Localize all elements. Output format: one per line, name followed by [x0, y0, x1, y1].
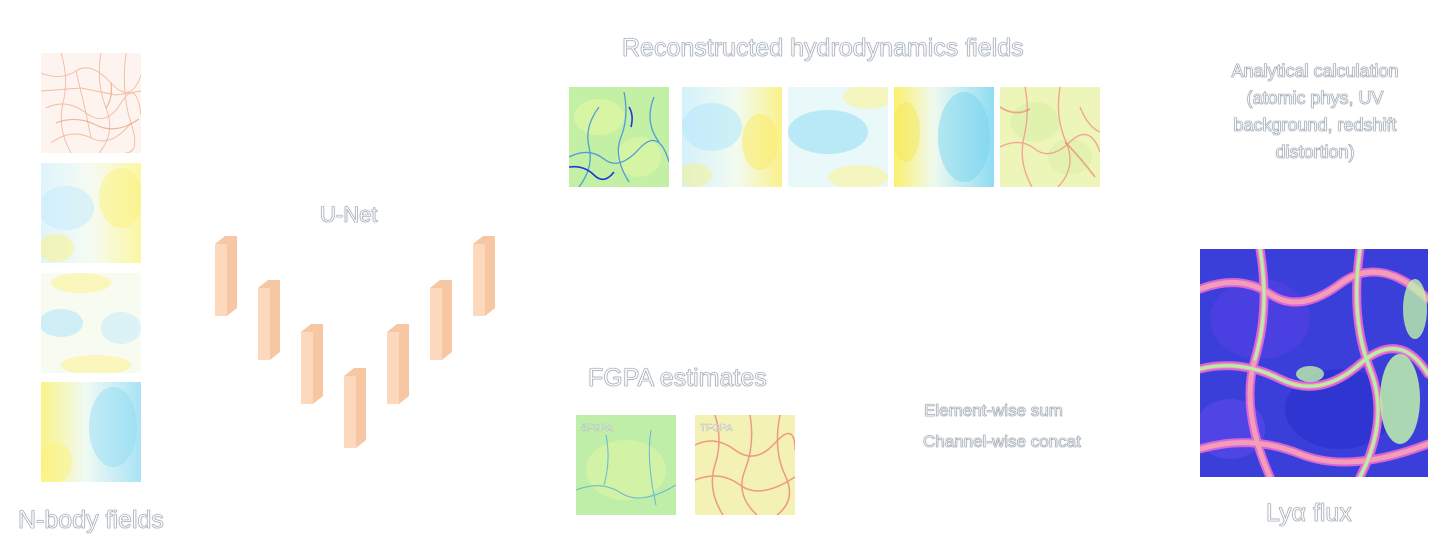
unet-block-5 — [387, 324, 409, 404]
hydro-velocity-y-tile — [788, 87, 888, 187]
fgpa-temperature-caption: TFGPA — [700, 423, 733, 434]
legend-channel-wise-concat: Channel-wise concat — [923, 432, 1081, 452]
unet-diagram — [215, 236, 495, 448]
unet-block-7 — [473, 236, 495, 316]
nbody-fields-label: N-body fields — [18, 506, 165, 535]
legend-element-wise-sum: Element-wise sum — [924, 401, 1063, 421]
analytical-line-2: (atomic phys, UV — [1246, 88, 1384, 109]
hydro-velocity-z-tile — [894, 87, 994, 187]
nbody-velocity-z-tile — [41, 382, 141, 482]
unet-block-2 — [258, 280, 280, 360]
analytical-line-1: Analytical calculation — [1231, 61, 1399, 82]
fgpa-density-caption: δFGPA — [581, 423, 613, 434]
analytical-line-4: distortion) — [1275, 142, 1355, 163]
nbody-velocity-y-tile — [41, 273, 141, 373]
fgpa-density-tile: δFGPA — [576, 415, 676, 515]
hydro-temperature-tile — [1000, 87, 1100, 187]
lya-flux-label: Lyα flux — [1266, 499, 1352, 528]
analytical-line-3: background, redshift — [1233, 115, 1397, 136]
hydro-density-tile — [569, 87, 669, 187]
fgpa-estimates-label: FGPA estimates — [588, 364, 767, 393]
unet-block-3 — [301, 324, 323, 404]
nbody-density-tile — [41, 53, 141, 153]
unet-block-6 — [430, 280, 452, 360]
fgpa-temperature-tile: TFGPA — [695, 415, 795, 515]
unet-block-4 — [344, 368, 366, 448]
reconstructed-fields-label: Reconstructed hydrodynamics fields — [622, 34, 1024, 63]
hydro-velocity-x-tile — [682, 87, 782, 187]
analytical-calculation-text: Analytical calculation (atomic phys, UV … — [1205, 58, 1425, 166]
unet-block-1 — [215, 236, 237, 316]
lya-flux-map — [1200, 249, 1428, 477]
unet-label: U-Net — [320, 202, 378, 228]
nbody-velocity-x-tile — [41, 163, 141, 263]
